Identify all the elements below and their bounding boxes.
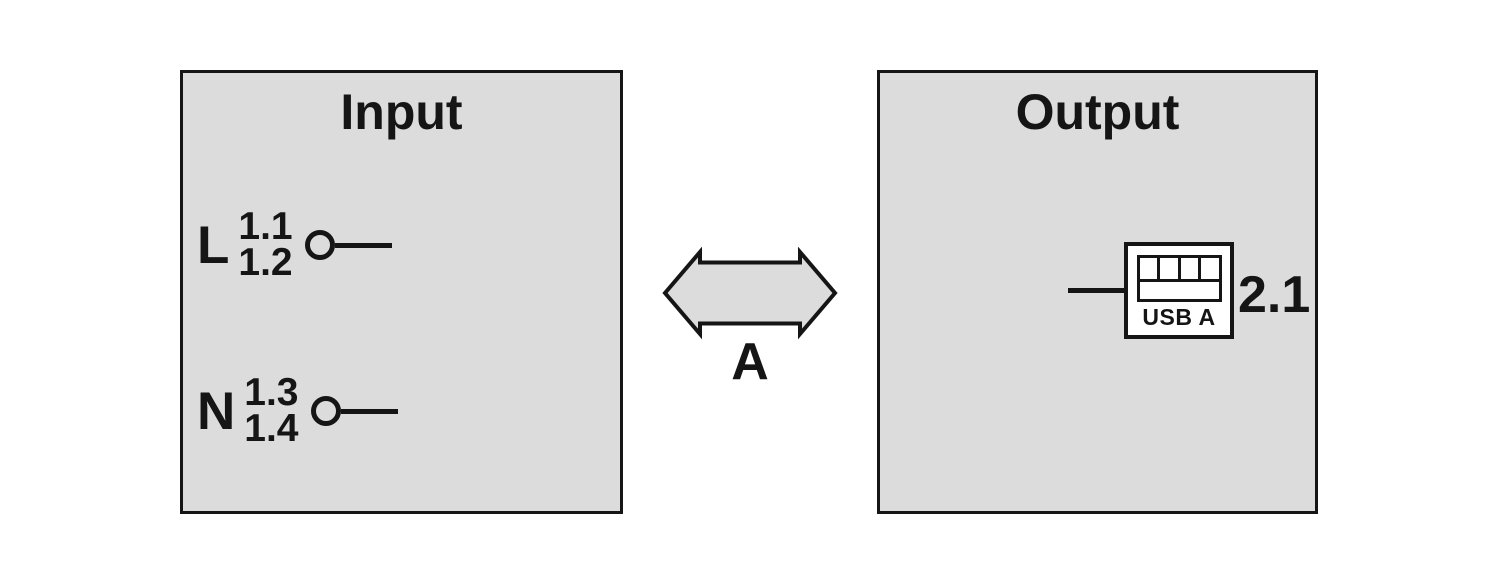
input-panel-title: Input [340, 84, 463, 140]
usb-port: USB A [1124, 242, 1234, 339]
terminal-letter: N [197, 381, 236, 441]
usb-shell [1139, 282, 1219, 299]
bidirectional-arrow-icon [660, 245, 840, 340]
terminal-contact-icon [310, 396, 341, 426]
output-wire [1068, 288, 1126, 293]
terminal-numbers: 1.1 1.2 [238, 205, 293, 284]
terminal-number-lower: 1.4 [244, 407, 299, 450]
terminal-wire [334, 242, 392, 248]
terminal-row-L: L 1.1 1.2 [197, 205, 392, 284]
terminal-wire [340, 408, 398, 414]
terminal-numbers: 1.3 1.4 [244, 371, 299, 450]
terminal-number-upper: 1.3 [244, 371, 299, 414]
output-panel: Output USB A 2.1 [877, 70, 1318, 514]
double-arrow-svg [662, 246, 838, 340]
terminal-number-upper: 1.1 [238, 205, 293, 248]
output-panel-title: Output [1015, 84, 1180, 140]
terminal-letter: L [197, 215, 230, 275]
usb-pins [1139, 258, 1219, 280]
input-panel: Input L 1.1 1.2 N 1.3 1.4 [180, 70, 623, 514]
terminal-contact-icon [304, 230, 335, 260]
terminal-row-N: N 1.3 1.4 [197, 371, 398, 450]
usb-connector-label: USB A [1142, 304, 1216, 330]
terminal-number-lower: 1.2 [238, 241, 293, 284]
arrow-label: A [731, 333, 769, 391]
output-terminal-number: 2.1 [1238, 266, 1311, 324]
usb-a-connector-icon [1136, 255, 1222, 302]
